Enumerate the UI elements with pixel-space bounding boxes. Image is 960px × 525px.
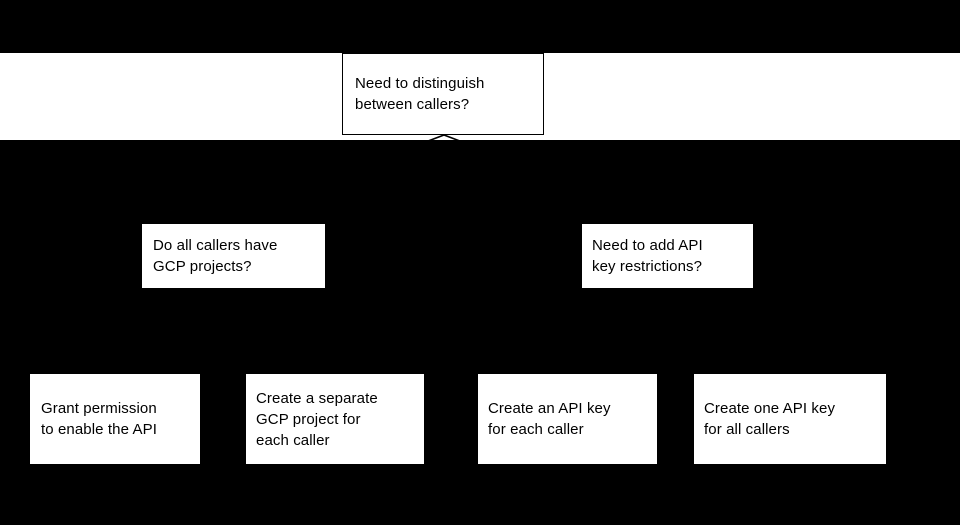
node-create-an-api-key-for-each-caller[interactable]: Create an API key for each caller bbox=[478, 374, 657, 464]
node-label: Need to distinguish between callers? bbox=[355, 75, 485, 113]
node-label: Need to add API key restrictions? bbox=[592, 237, 703, 275]
node-label: Create one API key for all callers bbox=[704, 400, 836, 438]
node-need-to-distinguish-between-callers[interactable]: Need to distinguish between callers? bbox=[342, 53, 544, 135]
node-label: Create a separate GCP project for each c… bbox=[256, 389, 378, 449]
node-need-to-add-api-key-restrictions[interactable]: Need to add API key restrictions? bbox=[582, 224, 753, 288]
node-label: Grant permission to enable the API bbox=[41, 400, 157, 438]
node-create-a-separate-gcp-project-for-each-caller[interactable]: Create a separate GCP project for each c… bbox=[246, 374, 424, 464]
root-chevron-connector bbox=[414, 134, 474, 147]
node-label: Create an API key for each caller bbox=[488, 400, 611, 438]
node-do-all-callers-have-gcp-projects[interactable]: Do all callers have GCP projects? bbox=[142, 224, 325, 288]
node-grant-permission-to-enable-the-api[interactable]: Grant permission to enable the API bbox=[30, 374, 200, 464]
node-label: Do all callers have GCP projects? bbox=[153, 237, 278, 275]
node-create-one-api-key-for-all-callers[interactable]: Create one API key for all callers bbox=[694, 374, 886, 464]
